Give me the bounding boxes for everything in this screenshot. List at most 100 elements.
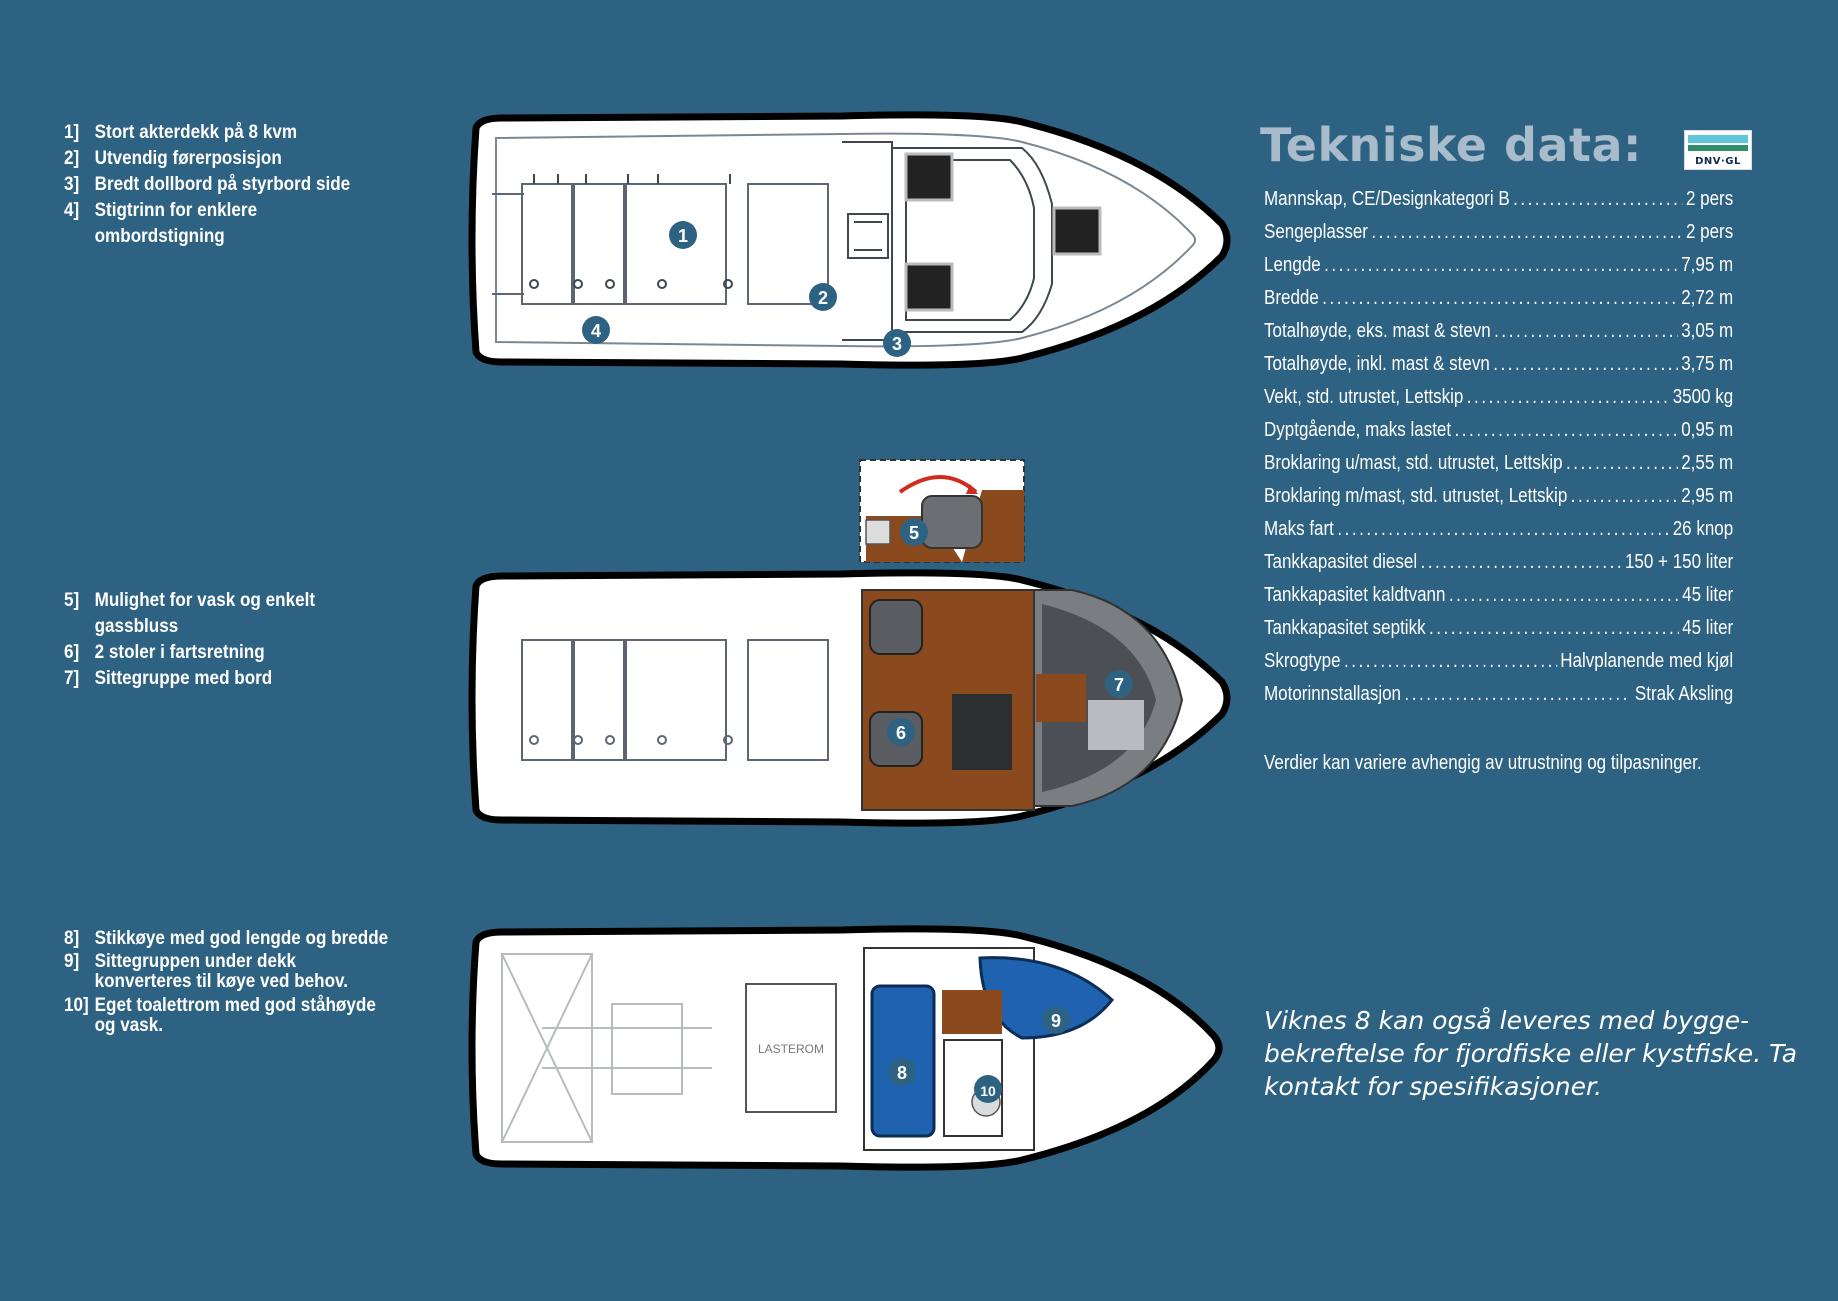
deck-plan-drawing: 1 2 3 4 (468, 111, 1231, 369)
marker-5: 5 (900, 518, 928, 546)
spec-value: 45 liter (1682, 617, 1734, 639)
svg-text:2: 2 (818, 288, 828, 308)
spec-value: 45 liter (1682, 584, 1734, 606)
logo-stripe (1688, 135, 1748, 143)
svg-text:7: 7 (1114, 675, 1124, 695)
feature-item: 6]2 stoler i fartsretning (64, 640, 392, 666)
feature-text: Stigtrinn for enklere ombordstigning (94, 200, 258, 247)
spec-label: Totalhøyde, inkl. mast & stevn (1264, 353, 1490, 375)
spec-row: Vekt, std. utrustet, Lettskip3500 kg (1264, 386, 1733, 419)
svg-text:1: 1 (678, 226, 688, 246)
spec-value: 2,95 m (1681, 485, 1734, 507)
wheelhouse (842, 141, 1053, 341)
spec-value: 2 pers (1685, 188, 1734, 210)
spec-leader (1337, 518, 1669, 541)
feature-number: 9] (64, 951, 80, 972)
feature-item: 9]Sittegruppen under dekk konverteres ti… (64, 952, 392, 992)
svg-text:10: 10 (980, 1083, 996, 1099)
feature-number: 10] (64, 995, 89, 1016)
feature-number: 3] (64, 174, 80, 195)
spec-leader (1449, 584, 1679, 607)
spec-label: Tankkapasitet septikk (1264, 617, 1426, 639)
spec-label: Tankkapasitet kaldtvann (1264, 584, 1446, 606)
window (904, 152, 954, 202)
promo-text: Viknes 8 kan også leveres med bygge-bekr… (1264, 1006, 1798, 1101)
feature-item: 10]Eget toalettrom med god ståhøyde og v… (64, 996, 392, 1036)
spec-value: 2,55 m (1681, 452, 1734, 474)
spec-value: 2,72 m (1681, 287, 1734, 309)
svg-text:5: 5 (909, 523, 919, 543)
logo-stripe (1688, 145, 1748, 151)
deck-hatches (521, 639, 829, 761)
spec-row: SkrogtypeHalvplanende med kjøl (1264, 650, 1733, 683)
svg-text:9: 9 (1051, 1011, 1061, 1031)
spec-row: Mannskap, CE/Designkategori B2 pers (1264, 188, 1733, 221)
spec-label: Maks fart (1264, 518, 1334, 540)
spec-row: Tankkapasitet diesel150 + 150 liter (1264, 551, 1733, 584)
spec-label: Bredde (1264, 287, 1319, 309)
marker-2: 2 (809, 283, 837, 311)
dnv-gl-logo: DNV·GL (1684, 130, 1752, 170)
feature-number: 7] (64, 668, 80, 689)
feature-item: 1]Stort akterdekk på 8 kvm (64, 120, 392, 146)
spec-leader (1493, 353, 1678, 376)
spec-value: 3500 kg (1672, 386, 1734, 408)
feature-number: 5] (64, 590, 80, 611)
feature-text: Bredt dollbord på styrbord side (94, 174, 351, 195)
spec-label: Sengeplasser (1264, 221, 1368, 243)
spec-leader (1455, 419, 1678, 442)
marker-8: 8 (888, 1058, 916, 1086)
cargo-hold-label: LASTEROM (758, 1042, 824, 1056)
specs-list: Mannskap, CE/Designkategori B2 pers Seng… (1264, 188, 1733, 716)
feature-item: 7] Sittegruppe med bord (64, 666, 392, 692)
feature-text: Utvendig førerposisjon (94, 148, 282, 169)
spec-label: Tankkapasitet diesel (1264, 551, 1418, 573)
marker-6: 6 (887, 718, 915, 746)
feature-number: 8] (64, 928, 80, 949)
below-deck-plan-drawing: LASTEROM 8 9 10 (468, 925, 1223, 1171)
feature-list-below-deck: 8] Stikkøye med god lengde og bredde 9]Si… (64, 926, 392, 1040)
disclaimer-note: Verdier kan variere avhengig av utrustni… (1264, 752, 1702, 774)
feature-item: 2] Utvendig førerposisjon (64, 146, 392, 172)
feature-list-deck: 1]Stort akterdekk på 8 kvm 2] Utvendig fø… (64, 120, 392, 250)
spec-label: Dyptgående, maks lastet (1264, 419, 1452, 441)
spec-row: Bredde 2,72 m (1264, 287, 1733, 320)
spec-leader (1513, 188, 1682, 211)
feature-number: 4] (64, 200, 80, 221)
spec-value: Strak Aksling (1634, 683, 1734, 705)
spec-leader (1467, 386, 1670, 409)
engine-room (501, 953, 712, 1143)
spec-row: Totalhøyde, eks. mast & stevn3,05 m (1264, 320, 1733, 353)
cabin-plan-drawing: 5 6 7 (468, 459, 1231, 827)
spec-label: Broklaring u/mast, std. utrustet, Lettsk… (1264, 452, 1563, 474)
spec-label: Totalhøyde, eks. mast & stevn (1264, 320, 1491, 342)
spec-row: Maks fart26 knop (1264, 518, 1733, 551)
hull-outline (468, 111, 1231, 369)
spec-value: 7,95 m (1681, 254, 1734, 276)
window (904, 262, 954, 312)
spec-label: Motorinnstallasjon (1264, 683, 1402, 705)
window (1052, 206, 1102, 256)
spec-value: 0,95 m (1681, 419, 1734, 441)
marker-9: 9 (1042, 1006, 1070, 1034)
spec-row: Broklaring m/mast, std. utrustet, Lettsk… (1264, 485, 1733, 518)
spec-row: Tankkapasitet septikk 45 liter (1264, 617, 1733, 650)
svg-text:4: 4 (591, 321, 601, 341)
feature-text: Sittegruppe med bord (94, 668, 273, 689)
specs-title: Tekniske data: (1260, 118, 1642, 172)
deck-hatches (492, 183, 829, 305)
spec-leader (1420, 551, 1621, 574)
feature-text: Stikkøye med god lengde og bredde (94, 928, 389, 949)
spec-leader (1322, 287, 1678, 310)
spec-row: Motorinnstallasjon Strak Aksling (1264, 683, 1733, 716)
spec-row: Totalhøyde, inkl. mast & stevn3,75 m (1264, 353, 1733, 386)
feature-item: 8] Stikkøye med god lengde og bredde (64, 926, 392, 952)
feature-text: Stort akterdekk på 8 kvm (94, 122, 298, 143)
spec-value: Halvplanende med kjøl (1560, 650, 1734, 672)
marker-10: 10 (974, 1075, 1002, 1103)
deck-cleats (529, 174, 733, 289)
svg-text:8: 8 (897, 1063, 907, 1083)
marker-1: 1 (669, 221, 697, 249)
feature-number: 2] (64, 148, 80, 169)
spec-row: Broklaring u/mast, std. utrustet, Lettsk… (1264, 452, 1733, 485)
